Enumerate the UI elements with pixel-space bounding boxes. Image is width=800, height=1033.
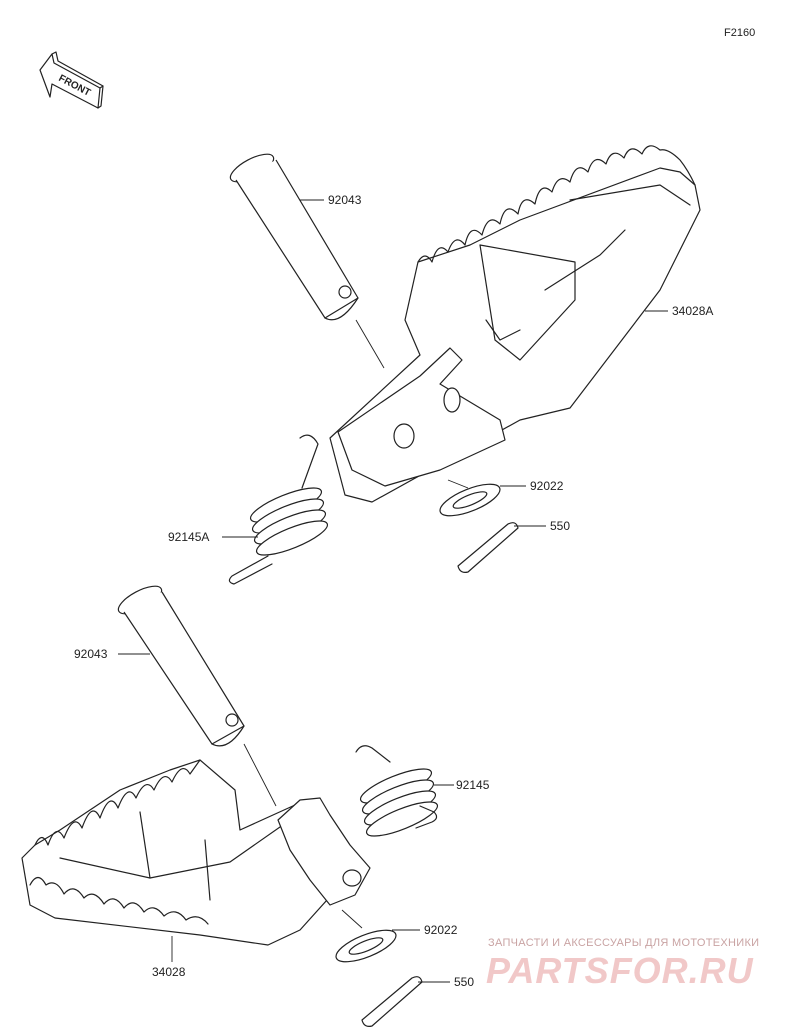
lower-cotter-drawing — [361, 976, 423, 1027]
label-upper-pin: 92043 — [328, 193, 362, 207]
figure-code: F2160 — [724, 27, 755, 39]
lower-footpeg-drawing — [21, 759, 371, 946]
label-lower-footpeg: 34028 — [152, 965, 186, 979]
lower-washer-drawing — [335, 929, 397, 963]
label-lower-spring: 92145 — [456, 778, 490, 792]
label-upper-washer: 92022 — [530, 479, 564, 493]
label-lower-cotter: 550 — [454, 975, 474, 989]
label-lower-pin: 92043 — [74, 647, 108, 661]
front-arrow-icon: FRONT — [39, 51, 104, 109]
upper-footpeg-drawing — [329, 145, 701, 503]
upper-spring-drawing — [228, 434, 329, 585]
upper-washer-drawing — [439, 483, 501, 517]
label-upper-footpeg: 34028A — [672, 304, 713, 318]
label-upper-spring: 92145A — [168, 530, 209, 544]
upper-pin-drawing — [229, 153, 385, 369]
upper-cotter-drawing — [457, 522, 519, 573]
label-lower-washer: 92022 — [424, 923, 458, 937]
label-upper-cotter: 550 — [550, 519, 570, 533]
watermark-tagline: ЗАПЧАСТИ И АКСЕССУАРЫ ДЛЯ МОТОТЕХНИКИ — [488, 937, 760, 949]
lower-spring-drawing — [355, 745, 439, 837]
watermark-brand: PARTSFOR.RU — [486, 950, 754, 991]
lower-pin-drawing — [117, 585, 277, 807]
